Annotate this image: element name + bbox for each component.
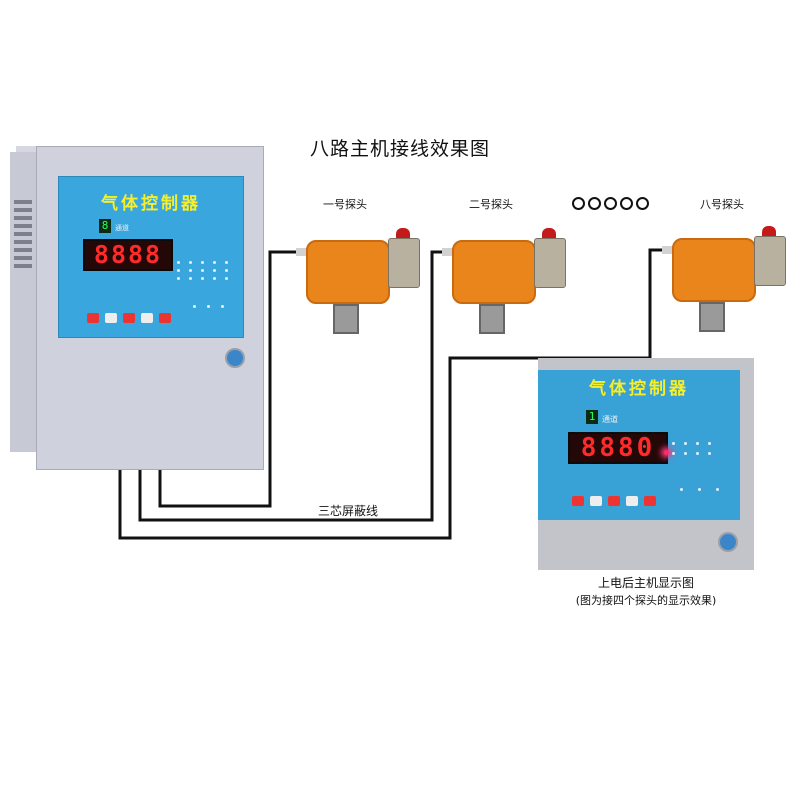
cabinet-vents bbox=[14, 200, 32, 272]
probe-1 bbox=[296, 226, 426, 336]
cable-gland bbox=[296, 248, 308, 256]
photo-up-button bbox=[572, 496, 584, 506]
main-led-display: 8888 bbox=[83, 239, 173, 271]
probe-8-label: 八号探头 bbox=[700, 198, 744, 211]
confirm-button[interactable] bbox=[141, 313, 153, 323]
alarm-light-icon bbox=[762, 226, 776, 236]
powered-display-photo: 气体控制器 1 通道 8880 bbox=[538, 358, 754, 570]
controller-front-panel: 气体控制器 8 通道 8888 bbox=[58, 176, 244, 338]
explosion-proof-chamber bbox=[534, 238, 566, 288]
photo-key-lock-icon bbox=[718, 532, 738, 552]
mode-button[interactable] bbox=[105, 313, 117, 323]
explosion-proof-chamber bbox=[754, 236, 786, 286]
probe-8 bbox=[662, 226, 792, 336]
alarm-light-icon bbox=[542, 228, 556, 238]
photo-led-display: 8880 bbox=[568, 432, 668, 464]
photo-mode-button bbox=[590, 496, 602, 506]
cable-gland bbox=[442, 248, 454, 256]
probe-1-label: 一号探头 bbox=[323, 198, 367, 211]
cable-label: 三芯屏蔽线 bbox=[318, 504, 379, 518]
key-lock-icon[interactable] bbox=[225, 348, 245, 368]
probe-2 bbox=[442, 226, 572, 336]
probe-housing bbox=[452, 240, 536, 304]
photo-brand-title: 气体控制器 bbox=[589, 379, 689, 399]
photo-subcaption: (图为接四个探头的显示效果) bbox=[575, 594, 717, 607]
diagram-title: 八路主机接线效果图 bbox=[309, 138, 490, 160]
sensor-head bbox=[699, 302, 725, 332]
indicator-led bbox=[193, 305, 196, 308]
photo-down-button bbox=[608, 496, 620, 506]
photo-confirm-button bbox=[626, 496, 638, 506]
photo-caption: 上电后主机显示图 bbox=[597, 576, 694, 590]
wire-probe-2 bbox=[138, 250, 446, 522]
up-button[interactable] bbox=[87, 313, 99, 323]
photo-channel-label: 通道 bbox=[602, 415, 618, 424]
probe-housing bbox=[306, 240, 390, 304]
photo-front-panel: 气体控制器 1 通道 8880 bbox=[538, 370, 740, 520]
probe-2-label: 二号探头 bbox=[469, 198, 513, 211]
cable-gland bbox=[662, 246, 674, 254]
wire-probe-8 bbox=[118, 248, 668, 540]
channel-label: 通道 bbox=[115, 224, 129, 232]
more-probes-ellipsis bbox=[572, 197, 652, 211]
probe-housing bbox=[672, 238, 756, 302]
photo-channel-digit: 1 bbox=[586, 410, 598, 424]
sensor-head bbox=[333, 304, 359, 334]
wire-probe-1 bbox=[158, 250, 300, 508]
indicator-led bbox=[207, 305, 210, 308]
controller-brand-title: 气体控制器 bbox=[101, 194, 201, 214]
alarm-light-icon bbox=[396, 228, 410, 238]
channel-digit-display: 8 bbox=[99, 219, 111, 233]
explosion-proof-chamber bbox=[388, 238, 420, 288]
mute-button[interactable] bbox=[159, 313, 171, 323]
photo-mute-button bbox=[644, 496, 656, 506]
sensor-head bbox=[479, 304, 505, 334]
down-button[interactable] bbox=[123, 313, 135, 323]
indicator-led bbox=[221, 305, 224, 308]
